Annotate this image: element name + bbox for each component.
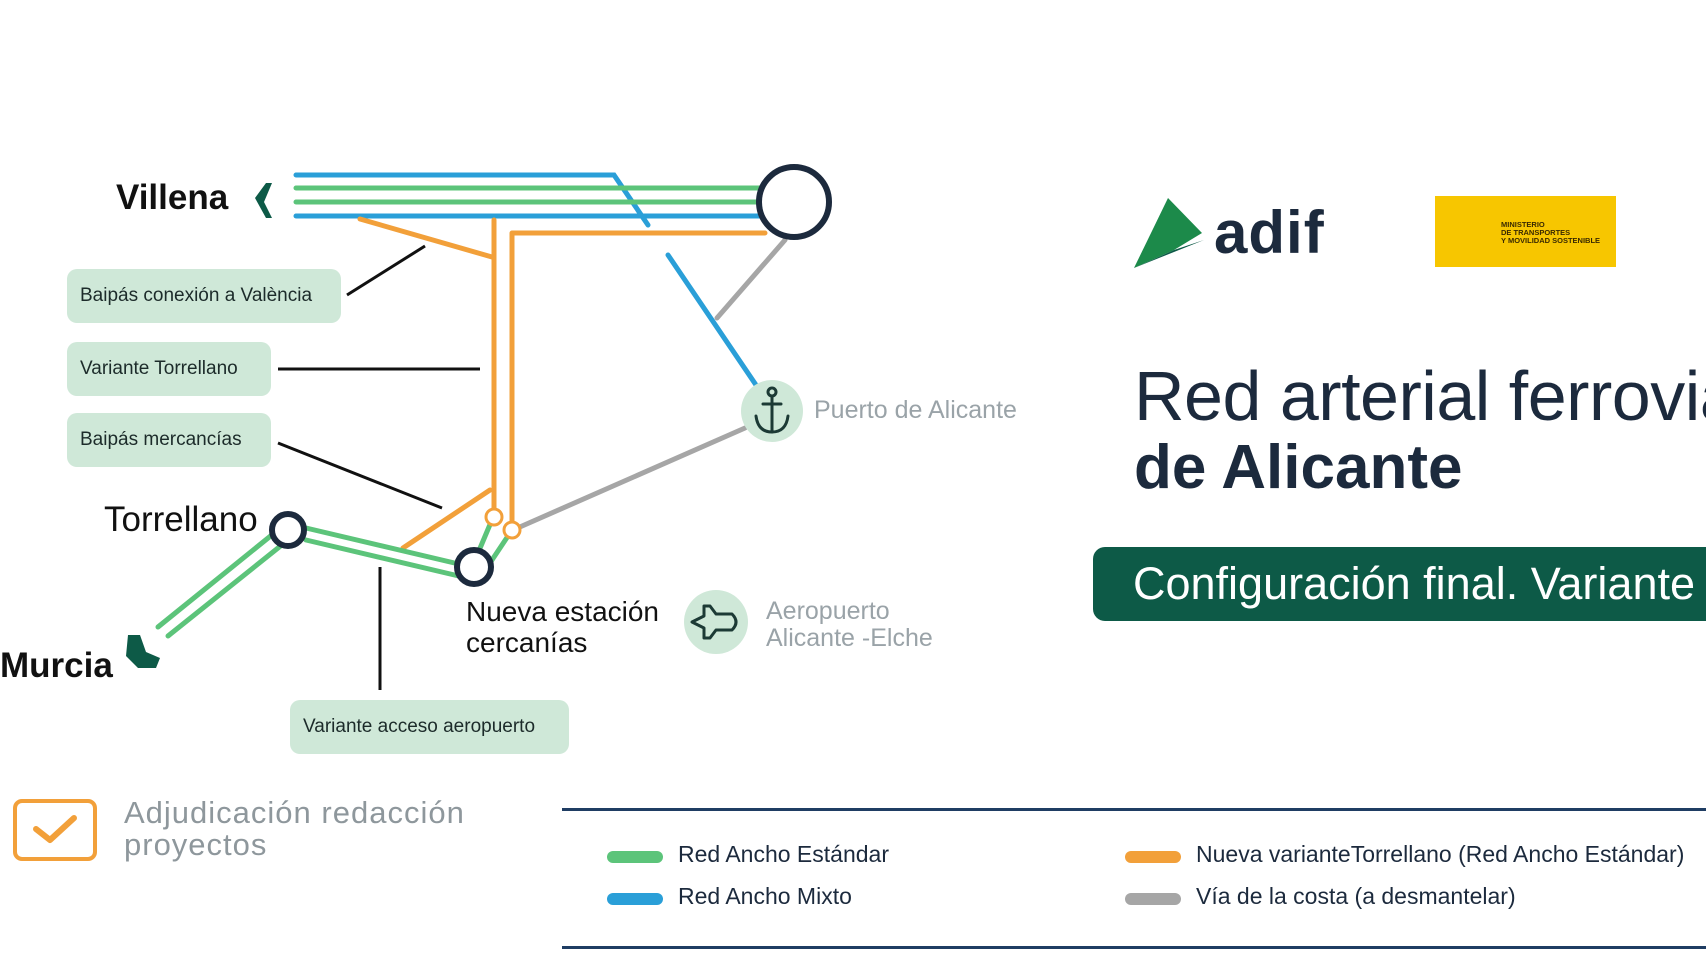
murcia-label: Murcia	[0, 646, 113, 685]
legend-swatch-mixed	[607, 893, 663, 905]
aeropuerto-label: Aeropuerto Alicante -Elche	[766, 598, 933, 652]
callout-variante-torrellano: Variante Torrellano	[67, 342, 271, 396]
nueva-estacion-label: Nueva estación cercanías	[466, 596, 659, 658]
status-text: Adjudicación redacción proyectos	[124, 797, 465, 861]
junction-nodes	[484, 507, 522, 540]
adif-logo-icon	[1134, 198, 1204, 268]
puerto-label: Puerto de Alicante	[814, 396, 1017, 424]
variant-torrellano-line	[357, 216, 768, 551]
callout-baipas-mercancias: Baipás mercancías	[67, 413, 271, 467]
status-line2: proyectos	[124, 827, 268, 862]
ministry-text: MINISTERIO DE TRANSPORTES Y MOVILIDAD SO…	[1501, 221, 1600, 245]
status-line1: Adjudicación redacción	[124, 795, 465, 830]
villena-label: Villena	[116, 178, 229, 217]
ministry-line3: Y MOVILIDAD SOSTENIBLE	[1501, 236, 1601, 245]
page-title-line2: de Alicante	[1134, 433, 1463, 502]
coast-line	[510, 237, 788, 533]
ministry-badge: MINISTERIO DE TRANSPORTES Y MOVILIDAD SO…	[1435, 196, 1616, 267]
callout-variante-aeropuerto: Variante acceso aeropuerto	[290, 700, 569, 754]
legend-label-standard: Red Ancho Estándar	[678, 841, 889, 867]
airplane-icon	[684, 590, 748, 654]
station-markers	[269, 164, 832, 587]
ministry-line2: DE TRANSPORTES	[1501, 228, 1571, 237]
legend-label-coast: Vía de la costa (a desmantelar)	[1196, 883, 1516, 909]
anchor-icon	[741, 380, 803, 442]
legend-label-variant: Nueva varianteTorrellano (Red Ancho Está…	[1196, 841, 1685, 867]
legend-swatch-coast	[1125, 893, 1181, 905]
torrellano-label: Torrellano	[104, 500, 258, 539]
villena-direction-icon	[255, 183, 272, 218]
nueva-estacion-line1: Nueva estación	[466, 596, 660, 627]
torrellano-station	[269, 511, 307, 549]
aeropuerto-line1: Aeropuerto	[766, 597, 890, 625]
nueva-estacion-line2: cercanías	[466, 627, 588, 658]
legend-bottom-rule	[562, 946, 1706, 949]
legend-swatch-variant	[1125, 851, 1181, 863]
alicante-terminal-station	[756, 164, 832, 240]
ministry-line1: MINISTERIO	[1501, 220, 1545, 229]
murcia-direction-icon	[126, 635, 160, 668]
callout-baipas-valencia: Baipás conexión a València	[67, 269, 341, 323]
mixed-gauge-line	[293, 172, 768, 388]
page-title-line1: Red arterial ferrovia	[1134, 357, 1706, 435]
legend-label-mixed: Red Ancho Mixto	[678, 883, 852, 909]
aeropuerto-line2: Alicante -Elche	[766, 624, 933, 652]
legend-swatch-standard	[607, 851, 663, 863]
nueva-estacion-station	[454, 547, 494, 587]
subtitle-banner: Configuración final. Variante	[1093, 547, 1706, 621]
checkbox-check-icon	[13, 799, 97, 861]
legend-top-rule	[562, 808, 1706, 811]
callout-leaders	[277, 244, 480, 690]
adif-wordmark: adif	[1214, 199, 1325, 266]
standard-gauge-line	[155, 185, 768, 639]
